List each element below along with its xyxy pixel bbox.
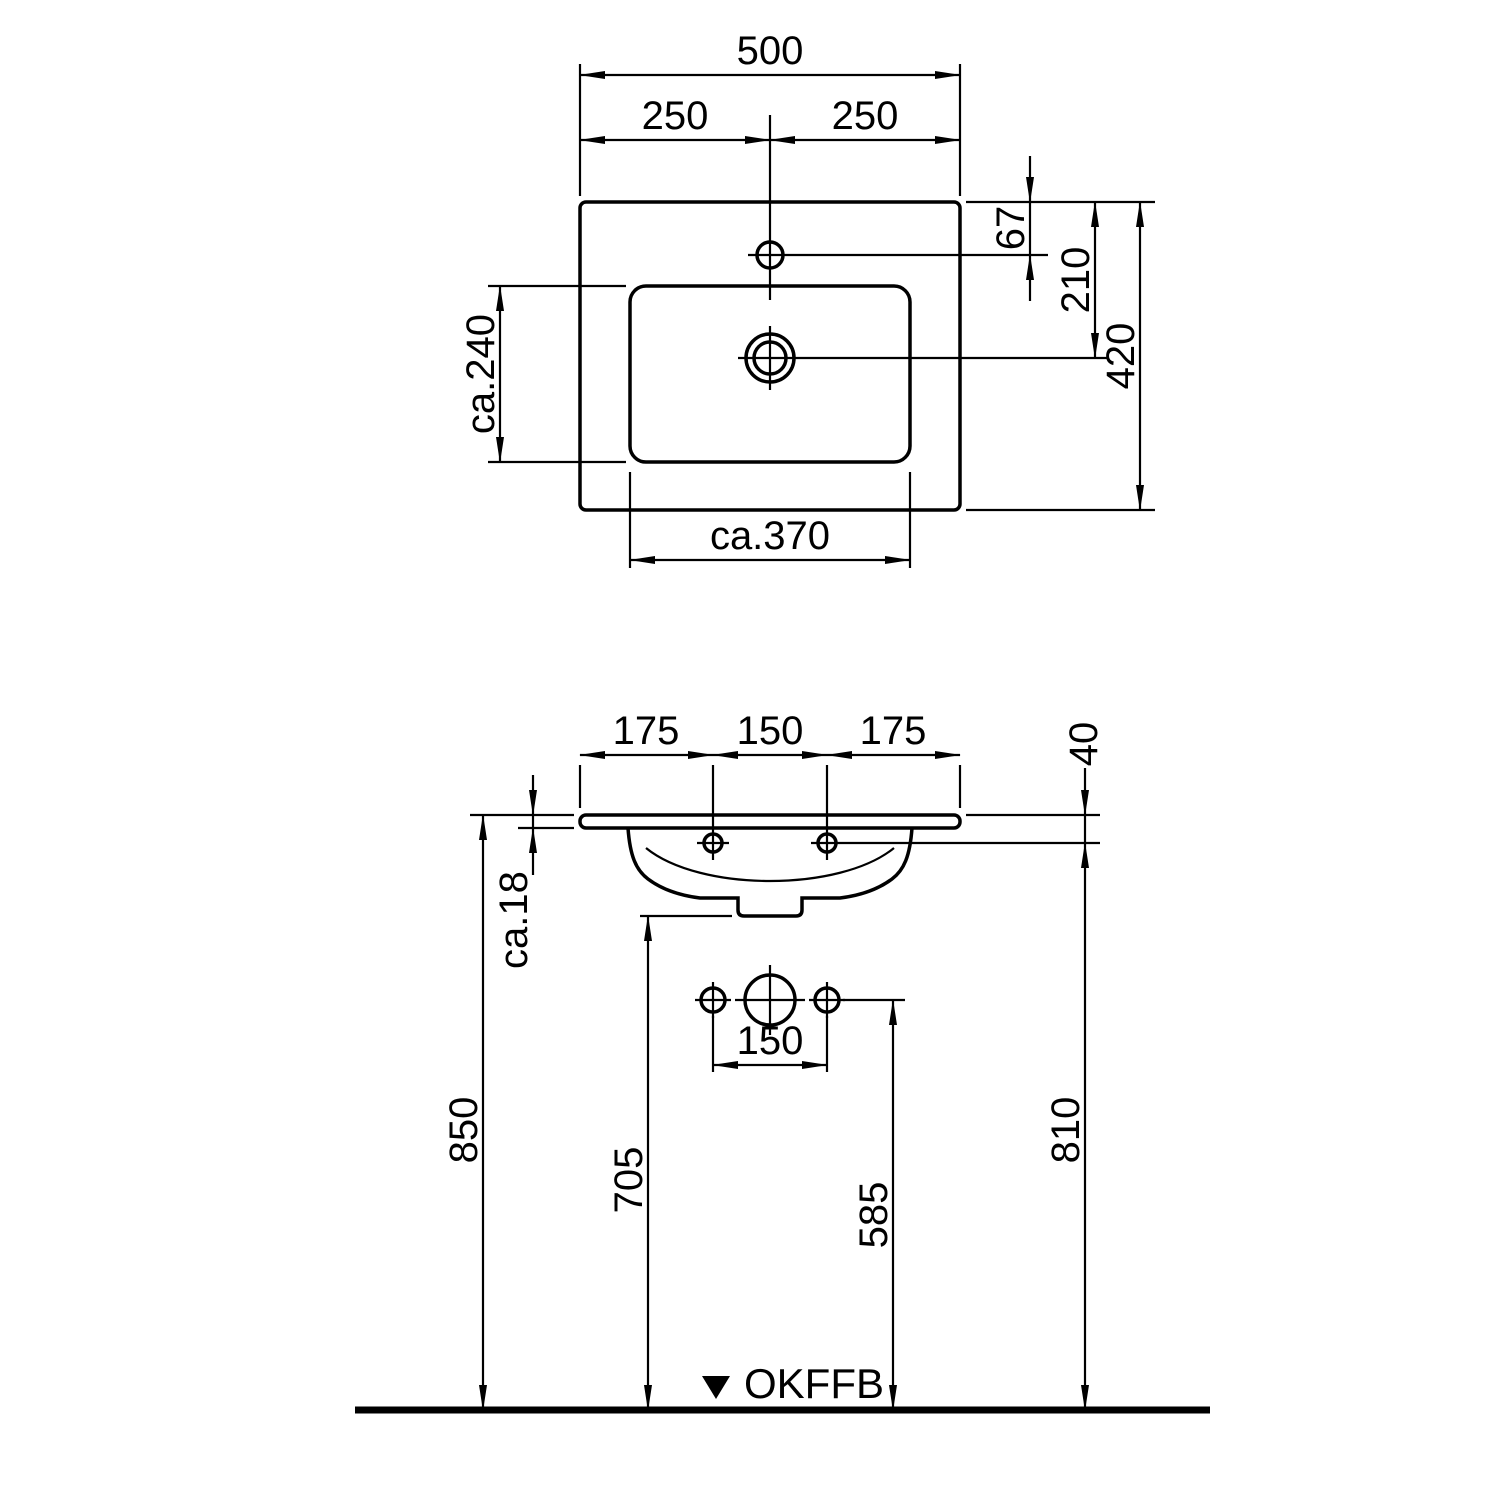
dim-label-axis-height: 810 [1044, 1097, 1088, 1164]
dim-label-basin-depth: ca.240 [459, 314, 503, 434]
dim-label-rim-thickness: ca.18 [492, 871, 536, 969]
front-view [578, 765, 1100, 1035]
dim-rim-height: 850 [442, 813, 574, 1411]
dim-wall-hole-spacing: 150 [711, 1016, 829, 1072]
rim-outline [578, 813, 962, 830]
level-marker-triangle [702, 1376, 730, 1399]
dim-tap-hole-offset: 67 [989, 156, 1034, 301]
dim-label-drain-offset: 210 [1054, 247, 1098, 314]
dim-half-widths: 250 250 [579, 94, 961, 144]
dim-drain-height: 585 [843, 998, 905, 1411]
dim-label-tap-offset: 67 [989, 206, 1033, 251]
dim-underside-height: 705 [607, 914, 732, 1411]
bowl-underside-curve [645, 847, 895, 882]
top-view [578, 115, 1108, 512]
dim-basin-inner-depth: ca.240 [459, 284, 626, 464]
dim-basin-inner-width: ca.370 [628, 472, 912, 568]
dim-total-depth: 420 [1099, 201, 1144, 511]
dim-label-drain-height: 585 [852, 1182, 896, 1249]
dim-label-total-width: 500 [737, 29, 804, 73]
dim-label-right-half: 250 [832, 94, 899, 138]
dim-label-basin-width: ca.370 [710, 514, 830, 558]
dim-label-tap-spacing: 150 [737, 709, 804, 753]
dim-total-width: 500 [578, 29, 962, 196]
dim-drain-offset: 210 [1054, 201, 1099, 359]
dim-label-tap-right: 175 [860, 709, 927, 753]
dim-tap-positions: 175 150 175 [578, 709, 962, 808]
dim-label-underside-height: 705 [607, 1147, 651, 1214]
floor-label: OKFFB [744, 1360, 884, 1407]
dim-label-tap-left: 175 [613, 709, 680, 753]
dim-rim-thickness: ca.18 [492, 775, 574, 969]
dim-label-rim-to-axis: 40 [1062, 722, 1106, 767]
dim-label-wall-hole-spacing: 150 [737, 1019, 804, 1063]
floor-reference: OKFFB [355, 1360, 1210, 1414]
top-view-dimensions: 500 250 250 67 210 420 [459, 29, 1155, 568]
dim-axis-height: 810 [1044, 842, 1089, 1411]
dim-label-rim-height: 850 [442, 1097, 486, 1164]
dim-label-total-depth: 420 [1099, 323, 1143, 390]
dim-rim-to-axis: 40 [966, 722, 1106, 843]
front-view-dimensions: 175 150 175 40 ca.18 850 70 [442, 709, 1106, 1411]
basin-body-outline [626, 827, 914, 918]
dim-label-left-half: 250 [642, 94, 709, 138]
